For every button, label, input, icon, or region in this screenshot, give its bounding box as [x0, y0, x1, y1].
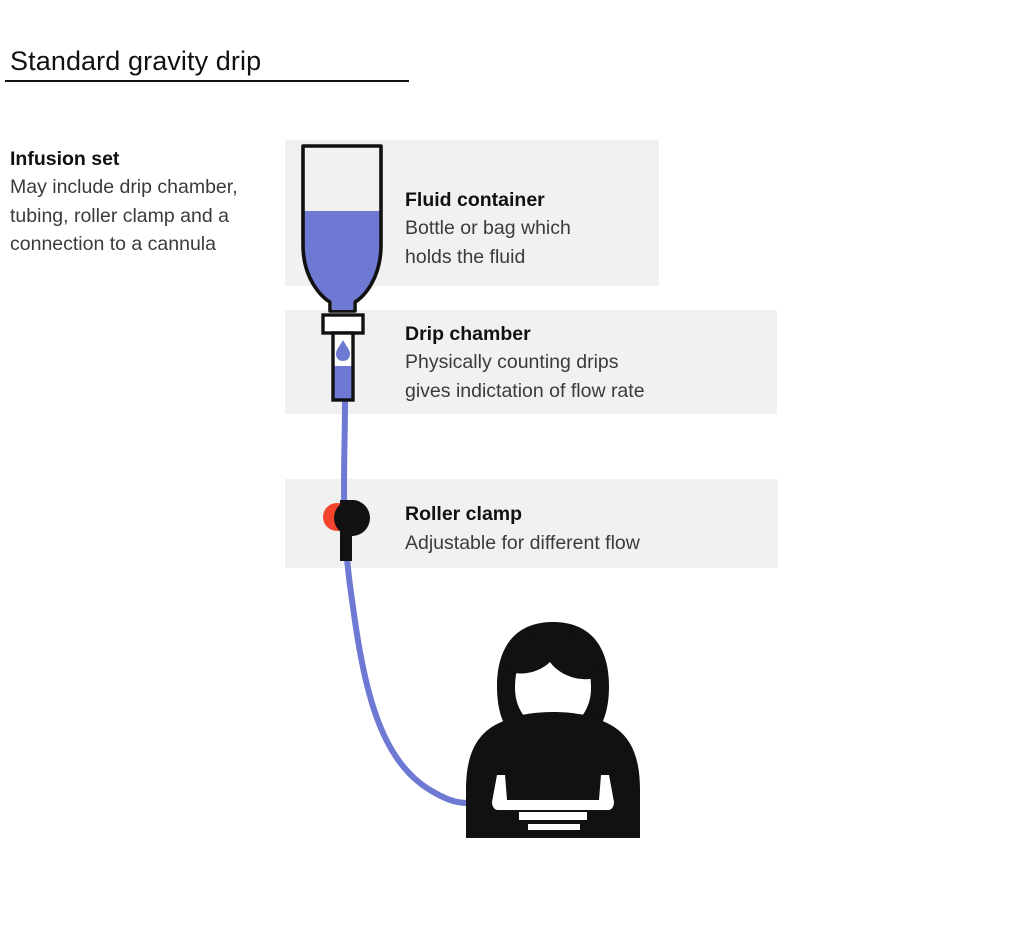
- bottle-neck-fluid: [332, 296, 353, 310]
- callout-panel-drip-chamber: Drip chamber Physically counting drips g…: [285, 310, 777, 414]
- callout-body-fluid-container: Bottle or bag which holds the fluid: [405, 217, 571, 268]
- callout-body-drip-chamber: Physically counting drips gives indictat…: [405, 351, 645, 402]
- patient-face: [515, 640, 591, 730]
- patient-figure: [466, 622, 640, 838]
- title-underline-rule: [5, 80, 409, 82]
- patient-lap-line-2: [528, 824, 580, 830]
- patient-head-outline: [505, 630, 601, 740]
- patient-fringe: [510, 632, 596, 680]
- patient-arm-left: [492, 775, 566, 810]
- page-title: Standard gravity drip: [10, 46, 262, 76]
- callout-body-roller-clamp: Adjustable for different flow: [405, 532, 640, 554]
- infusion-set-heading: Infusion set: [10, 148, 120, 170]
- callout-heading-drip-chamber: Drip chamber: [405, 323, 531, 345]
- callout-heading-roller-clamp: Roller clamp: [405, 503, 523, 525]
- infusion-set-body: May include drip chamber, tubing, roller…: [10, 176, 238, 255]
- callout-panel-roller-clamp: Roller clamp Adjustable for different fl…: [285, 479, 778, 568]
- patient-hair: [497, 622, 609, 721]
- iv-tubing: [340, 395, 471, 806]
- patient-arm-right: [540, 775, 614, 810]
- patient-neck: [538, 726, 568, 748]
- patient-lap-line: [519, 812, 587, 820]
- callout-panel-fluid-container: Fluid container Bottle or bag which hold…: [285, 140, 659, 286]
- infusion-set-caption: Infusion set May include drip chamber, t…: [10, 146, 240, 259]
- callout-heading-fluid-container: Fluid container: [405, 189, 545, 211]
- patient-torso: [466, 712, 640, 838]
